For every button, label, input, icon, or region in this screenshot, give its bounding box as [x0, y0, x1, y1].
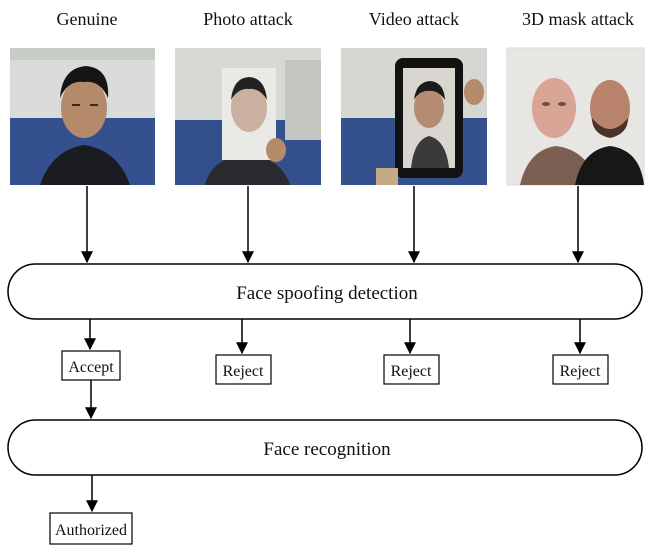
reject-label-video: Reject: [391, 363, 432, 380]
reject-box-photo: [215, 354, 272, 385]
authorized-label: Authorized: [55, 522, 127, 539]
reject-label-photo: Reject: [223, 363, 264, 380]
detection-stage: [7, 263, 643, 320]
reject-box-video: [383, 354, 440, 385]
recognition-stage-label: Face recognition: [263, 439, 391, 460]
photo-attack-photo: [175, 48, 321, 185]
accept-label: Accept: [68, 359, 114, 376]
genuine-label: Genuine: [57, 9, 118, 29]
recognition-stage: [7, 419, 643, 476]
authorized-box: [49, 512, 133, 545]
video-attack-label: Video attack: [369, 9, 459, 29]
mask-attack-label: 3D mask attack: [522, 9, 634, 29]
genuine-photo: [10, 48, 155, 185]
reject-label-mask: Reject: [560, 363, 601, 380]
reject-box-mask: [552, 354, 609, 385]
photo-attack-label: Photo attack: [203, 9, 292, 29]
video-attack-photo: [341, 48, 487, 185]
detection-stage-label: Face spoofing detection: [236, 283, 418, 304]
mask-attack-photo: [506, 47, 645, 186]
accept-box: [61, 350, 121, 381]
